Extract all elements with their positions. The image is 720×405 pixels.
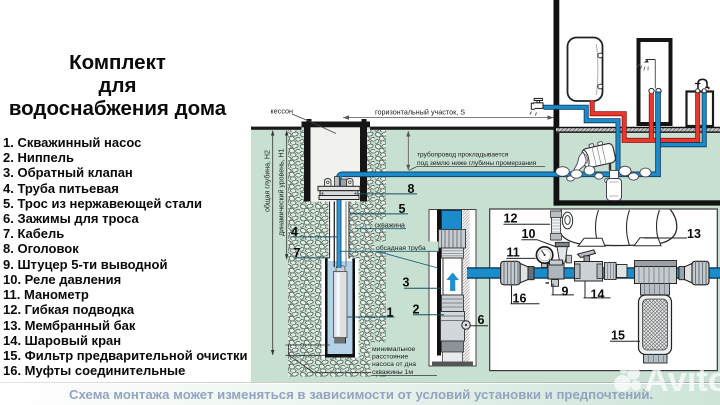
svg-text:5: 5	[399, 202, 406, 216]
svg-text:общая глубина, Н2: общая глубина, Н2	[264, 150, 272, 212]
svg-text:16: 16	[513, 292, 527, 306]
svg-text:10: 10	[522, 227, 536, 241]
svg-text:насоса от дна: насоса от дна	[372, 361, 416, 368]
svg-text:14: 14	[591, 288, 605, 302]
svg-text:скважина: скважина	[375, 223, 406, 230]
svg-text:скважины 1м: скважины 1м	[372, 369, 413, 376]
svg-text:горизонтальный участок, S: горизонтальный участок, S	[375, 108, 465, 117]
svg-text:1: 1	[387, 305, 394, 319]
svg-text:7: 7	[294, 246, 301, 260]
svg-text:6: 6	[478, 313, 485, 327]
svg-text:2: 2	[413, 302, 420, 316]
svg-text:11: 11	[507, 246, 520, 260]
svg-text:динамический уровень, Н1: динамический уровень, Н1	[278, 148, 286, 236]
svg-text:8: 8	[408, 182, 415, 196]
svg-text:13: 13	[687, 227, 701, 241]
svg-text:расстояние: расстояние	[372, 354, 408, 361]
svg-text:минимальное: минимальное	[372, 346, 416, 353]
svg-text:12: 12	[504, 212, 518, 226]
svg-text:под землю ниже глубины промерз: под землю ниже глубины промерзания	[417, 159, 537, 167]
svg-text:обсадная труба: обсадная труба	[376, 244, 426, 252]
svg-text:15: 15	[611, 329, 625, 343]
svg-text:трубопровод прокладывается: трубопровод прокладывается	[417, 151, 509, 159]
svg-text:9: 9	[562, 285, 569, 299]
svg-text:Avito: Avito	[644, 361, 720, 399]
svg-text:3: 3	[403, 276, 410, 290]
svg-text:кессон: кессон	[271, 107, 293, 116]
svg-text:4: 4	[291, 225, 298, 239]
